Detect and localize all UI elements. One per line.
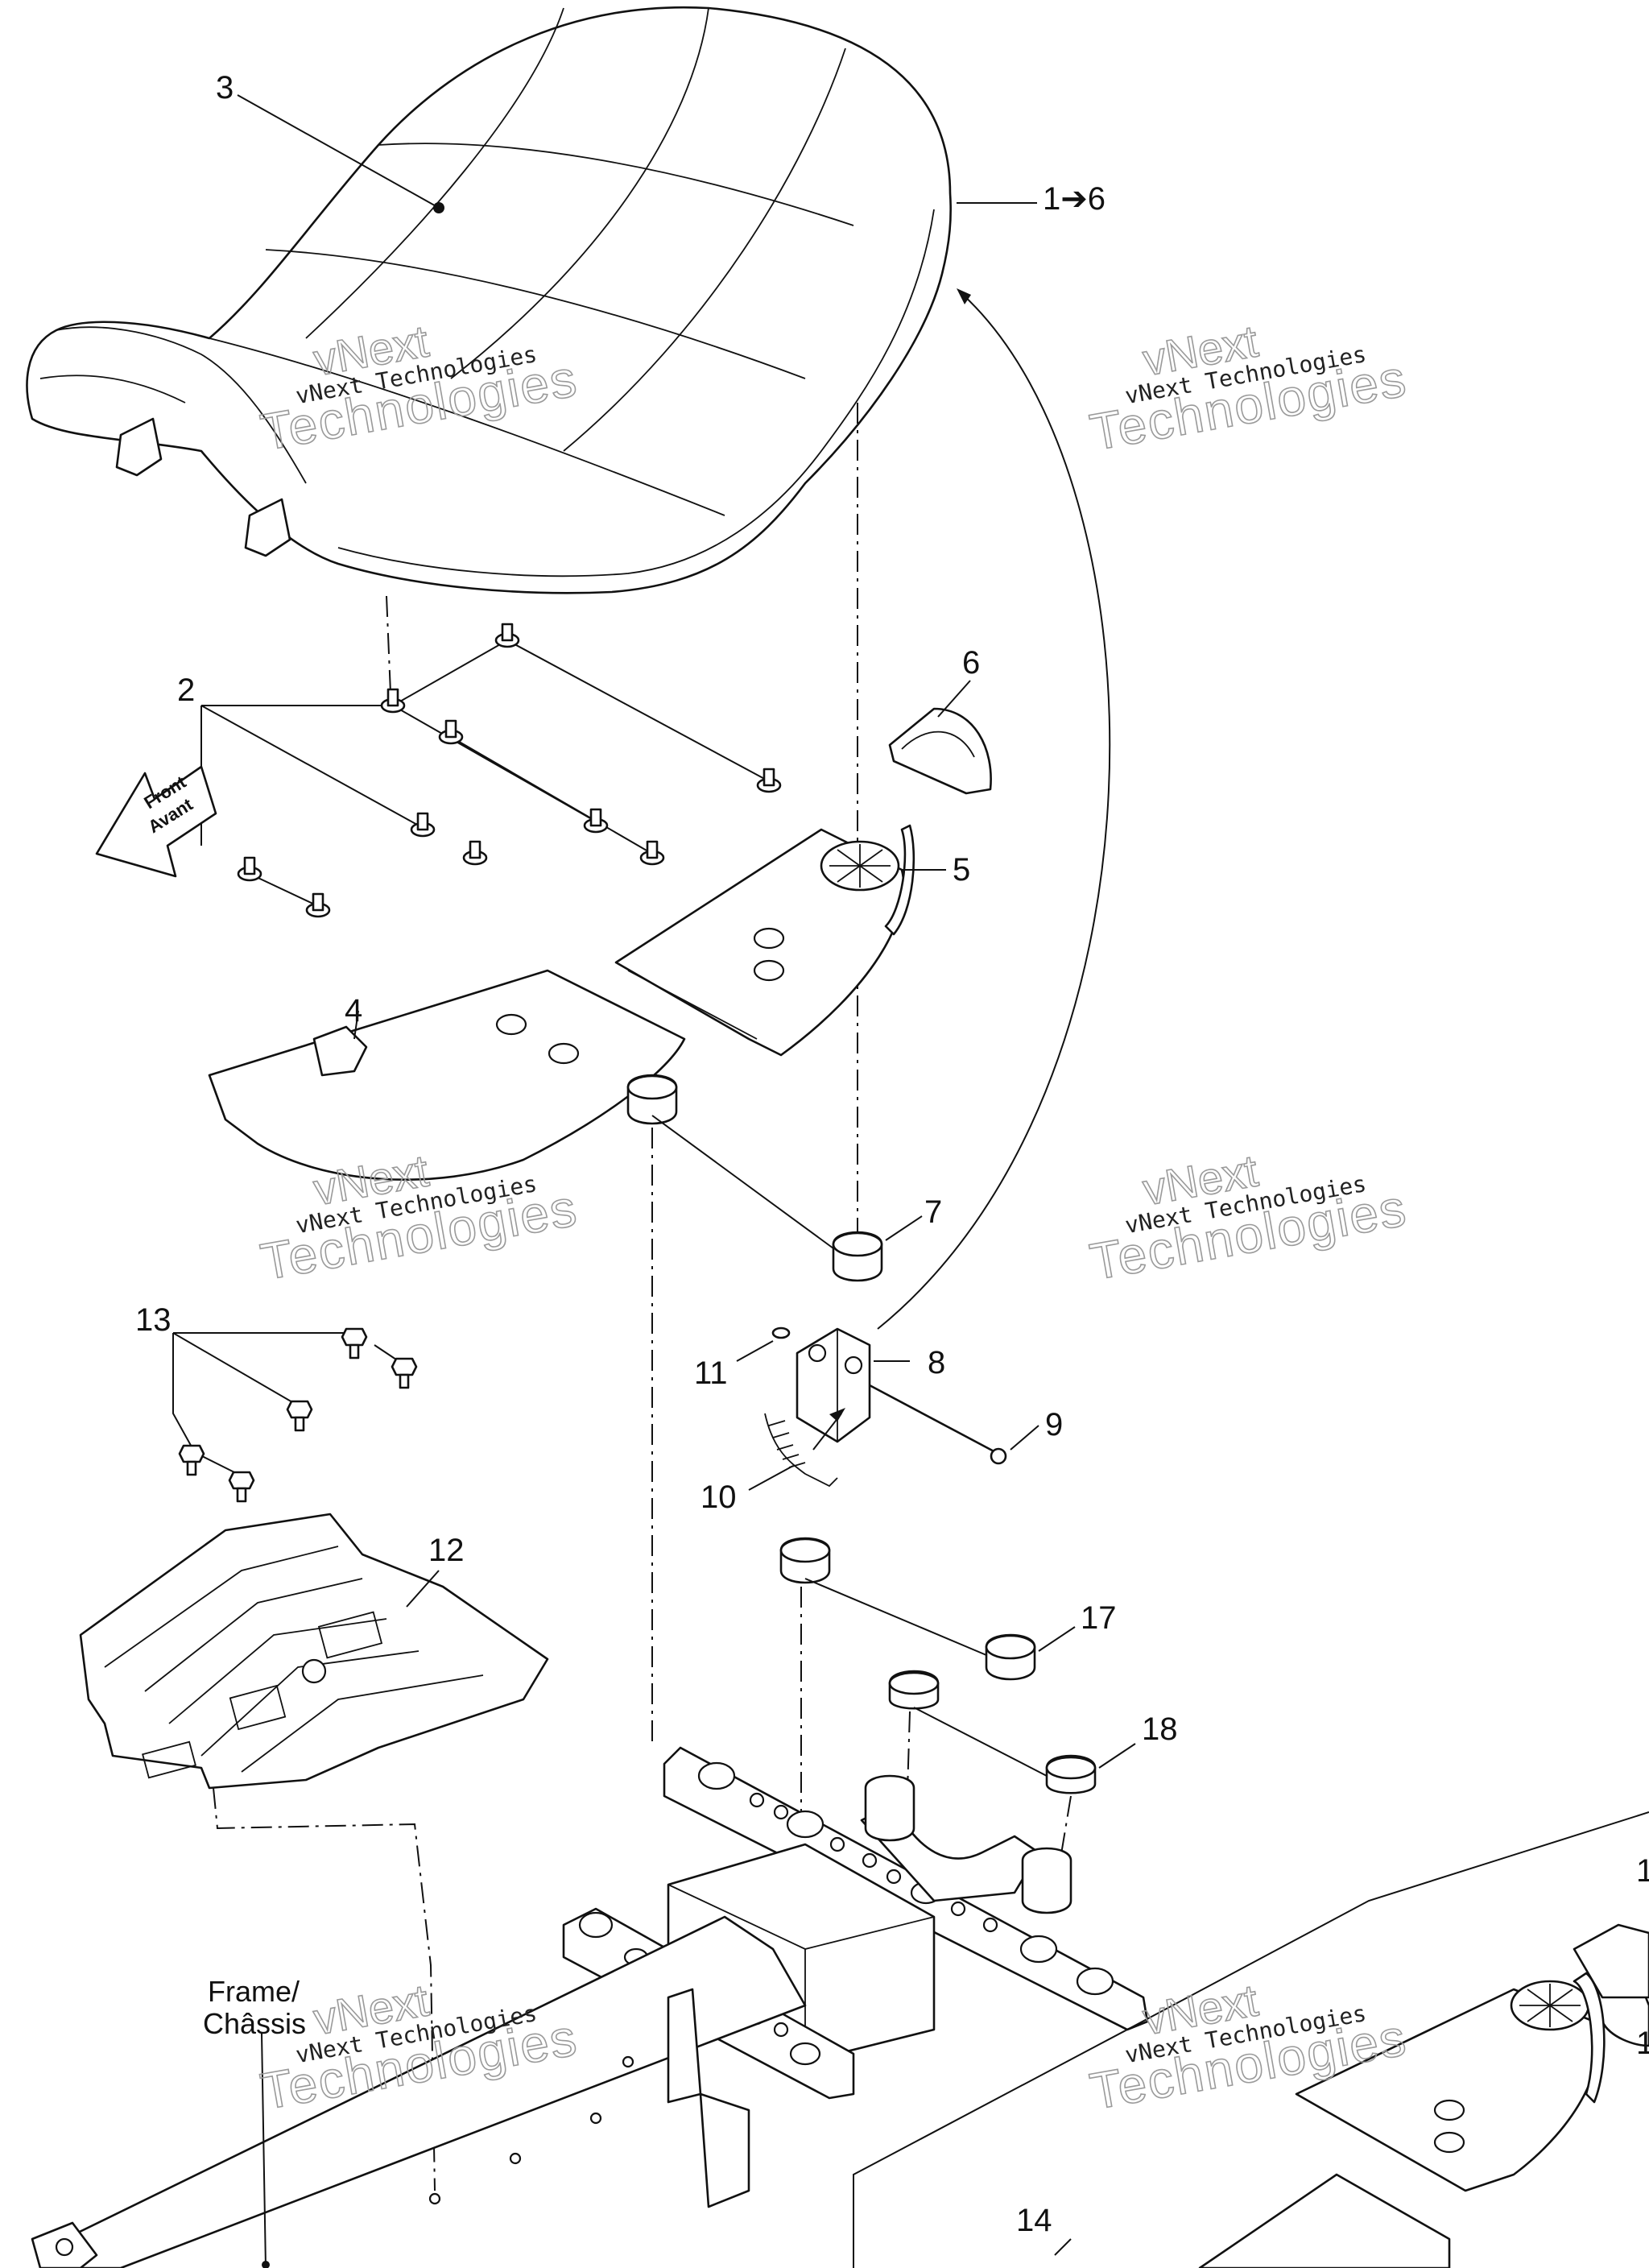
callout-12: 12 [428,1533,465,1568]
spring-part-10 [764,1408,845,1488]
support-plate-part-4 [208,969,686,1181]
watermark-mid-right: vNext vNext Technologies Technologies [1085,1144,1412,1292]
callout-5: 5 [953,852,970,888]
rubber-stop-part-17 [779,1537,1036,1681]
pin-group-part-2 [200,623,782,918]
frame-label-line2: Châssis [203,2007,306,2040]
cap-part-6 [888,707,992,795]
callout-edge-b: 1 [1636,2026,1649,2061]
callout-11: 11 [694,1355,728,1391]
callout-8: 8 [928,1345,945,1380]
callout-10: 10 [701,1480,737,1515]
callout-13: 13 [135,1302,172,1338]
callout-1-to-6: 1➔6 [1043,181,1106,217]
callout-18: 18 [1142,1711,1178,1747]
rubber-stop-part-7 [626,1074,883,1282]
callout-4: 4 [345,993,362,1028]
callout-9: 9 [1045,1407,1063,1442]
callout-17: 17 [1081,1600,1117,1636]
front-direction-arrow: Front Avant [95,765,217,878]
frame-chassis [31,1746,1149,2268]
callout-2: 2 [177,673,195,708]
seat-part-3 [26,6,952,594]
bolt-group-part-13 [172,1327,418,1503]
callout-6: 6 [962,645,980,681]
support-plate-part-5 [614,824,915,1057]
watermark-top-right: vNext vNext Technologies Technologies [1085,315,1412,462]
kit-part-14 [853,1811,1649,2268]
latch-bracket-part-8 [796,1327,871,1443]
washer-part-11 [771,1326,791,1339]
plug-part-18 [888,1670,1097,1794]
callout-labels: 3 1➔6 2 6 5 4 7 8 11 9 10 13 12 17 18 14… [135,70,1649,2238]
skid-plate-part-12 [79,1513,549,1790]
callout-edge-a: 1 [1636,1853,1649,1889]
callout-3: 3 [216,70,234,106]
watermark-mid-left: vNext vNext Technologies Technologies [256,1144,583,1292]
frame-label-line1: Frame/ [208,1975,300,2008]
pin-part-9 [869,1384,1007,1465]
callout-7: 7 [924,1194,942,1230]
callout-14: 14 [1016,2203,1052,2238]
